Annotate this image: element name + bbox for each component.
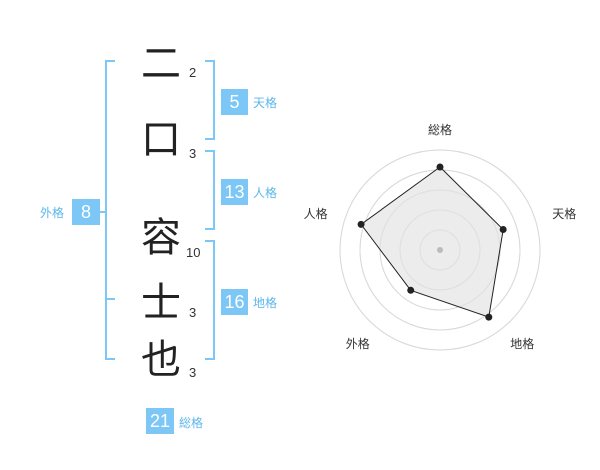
radar-point-1 — [436, 163, 444, 171]
radar-axis-label: 外格 — [346, 336, 370, 351]
radar-grid-ring — [399, 209, 481, 291]
radar-center-dot — [437, 247, 443, 253]
stroke-count-2: 3 — [189, 146, 197, 161]
stroke-count-5: 3 — [189, 365, 197, 380]
name-char-4: 士 — [141, 280, 181, 326]
sou-value-badge: 21 — [146, 408, 174, 434]
gai-label: 外格 — [40, 206, 65, 220]
stroke-count-4: 3 — [189, 305, 197, 320]
radar-axis-label: 人格 — [304, 206, 328, 221]
gai-value-badge: 8 — [72, 199, 100, 225]
name-char-1: 二 — [141, 41, 181, 87]
radar-axis-label: 総格 — [428, 122, 452, 137]
name-char-5: 也 — [141, 337, 181, 383]
radar-axis-label: 天格 — [552, 206, 576, 221]
radar-point-2 — [499, 225, 507, 233]
name-char-2: 口 — [141, 117, 181, 163]
chi-label: 地格 — [253, 296, 278, 310]
ten-label: 天格 — [253, 96, 278, 110]
jin-label: 人格 — [253, 186, 278, 200]
stroke-count-1: 2 — [189, 65, 197, 80]
ten-value-badge: 5 — [221, 89, 248, 115]
name-char-3: 容 — [141, 215, 181, 261]
radar-point-3 — [485, 313, 493, 321]
stroke-count-3: 10 — [186, 245, 201, 260]
radar-axis-label: 地格 — [510, 336, 534, 351]
radar-grid-ring — [339, 149, 541, 351]
radar-area — [361, 167, 504, 318]
chi-value-badge: 16 — [221, 289, 248, 315]
radar-point-4 — [407, 286, 415, 294]
jin-value-badge: 13 — [221, 179, 248, 205]
radar-point-5 — [357, 220, 365, 228]
radar-grid-ring — [419, 229, 461, 271]
sou-label: 総格 — [179, 416, 204, 430]
radar-outline — [360, 166, 504, 318]
